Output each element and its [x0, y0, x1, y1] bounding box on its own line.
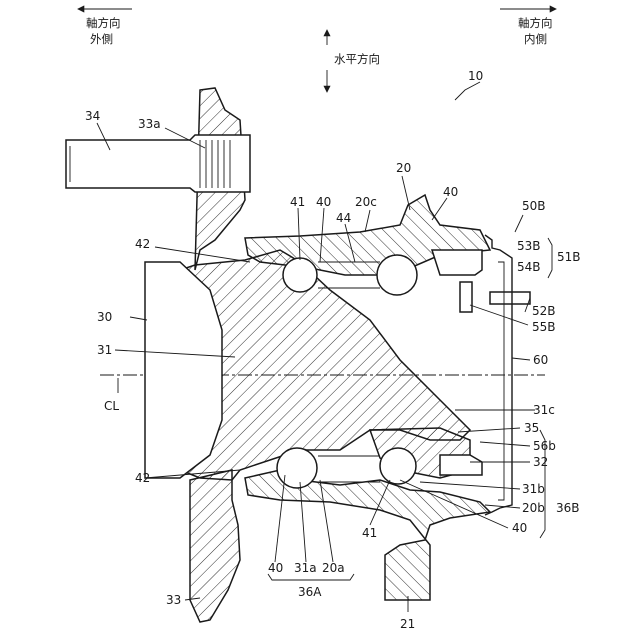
label-40-bottom-right: 40: [512, 521, 527, 535]
label-41-bottom: 41: [362, 526, 377, 540]
label-52b: 52B: [532, 304, 556, 318]
label-21: 21: [400, 617, 415, 631]
ball-41-lower-right: [380, 448, 416, 484]
label-55b: 55B: [532, 320, 556, 334]
leader-20c: [365, 210, 370, 232]
leader-31b: [420, 482, 520, 489]
label-44: 44: [336, 211, 351, 225]
label-40-top: 40: [316, 195, 331, 209]
leader-10: [455, 82, 480, 100]
label-40-top-right: 40: [443, 185, 458, 199]
label-36a: 36A: [298, 585, 322, 599]
label-31: 31: [97, 343, 112, 357]
ball-41-upper-left: [283, 258, 317, 292]
label-20: 20: [396, 161, 411, 175]
axial-outer-label-2: 外側: [90, 32, 113, 46]
leader-40-tr: [432, 198, 447, 220]
label-31c: 31c: [533, 403, 555, 417]
horizontal-label: 水平方向: [334, 52, 380, 66]
brace-51b: [548, 238, 552, 278]
label-31b: 31b: [522, 482, 545, 496]
hub-flange-lower: [190, 470, 240, 622]
leader-60: [512, 358, 530, 360]
label-56b: 56b: [533, 439, 556, 453]
axial-outer-label-1: 軸方向: [86, 16, 121, 30]
seal-56b-lower: [440, 455, 482, 475]
label-32: 32: [533, 455, 548, 469]
cap-30: [145, 262, 222, 478]
label-40-bottom: 40: [268, 561, 283, 575]
leader-50b: [515, 215, 523, 232]
label-33a: 33a: [138, 117, 161, 131]
label-31a: 31a: [294, 561, 317, 575]
sensor-52b: [490, 292, 530, 304]
label-42-bottom: 42: [135, 471, 150, 485]
hub-bolt-34: [66, 135, 250, 192]
leader-42: [155, 247, 250, 262]
label-53b: 53B: [517, 239, 541, 253]
label-33: 33: [166, 593, 181, 607]
label-20c: 20c: [355, 195, 377, 209]
axial-inner-label-2: 内側: [524, 32, 547, 46]
label-42: 42: [135, 237, 150, 251]
label-cl: CL: [104, 399, 119, 413]
label-54b: 54B: [517, 260, 541, 274]
label-35: 35: [524, 421, 539, 435]
ball-40-upper-right: [377, 255, 417, 295]
label-20b: 20b: [522, 501, 545, 515]
label-51b: 51B: [557, 250, 581, 264]
seal-50b-upper: [432, 250, 482, 275]
label-20a: 20a: [322, 561, 345, 575]
leader-55b: [470, 305, 528, 325]
axial-inner-label-1: 軸方向: [518, 16, 553, 30]
leader-56b: [480, 442, 530, 446]
leader-20: [402, 176, 410, 210]
label-41-top: 41: [290, 195, 305, 209]
label-30: 30: [97, 310, 112, 324]
ball-40-lower-left: [277, 448, 317, 488]
label-60: 60: [533, 353, 548, 367]
label-36b: 36B: [556, 501, 580, 515]
seal-55b: [460, 282, 472, 312]
label-50b: 50B: [522, 199, 546, 213]
label-10: 10: [468, 69, 483, 83]
label-34: 34: [85, 109, 100, 123]
